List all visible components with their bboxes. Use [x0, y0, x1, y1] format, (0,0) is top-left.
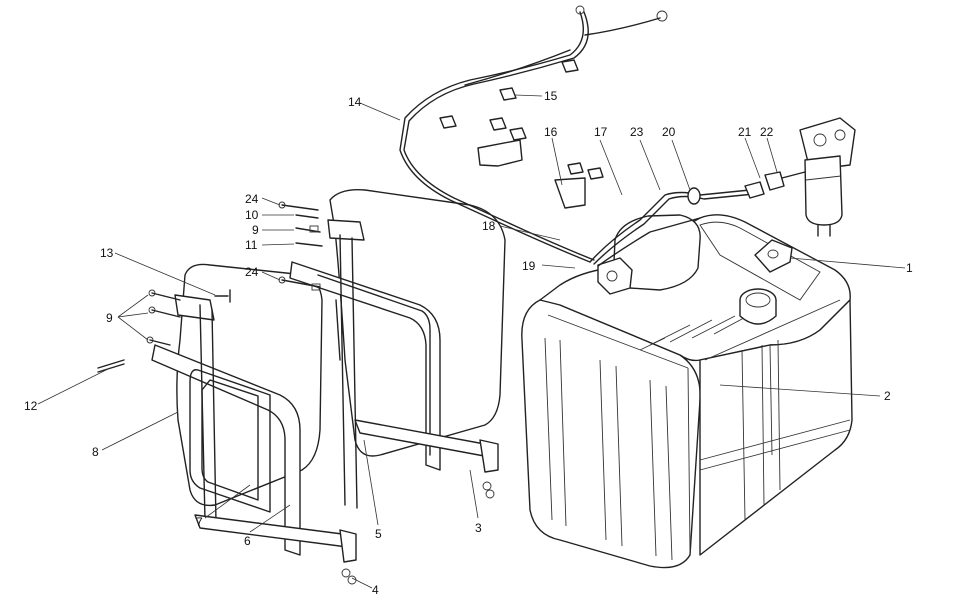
callout-2: 2 — [884, 389, 891, 403]
callout-20: 20 — [662, 125, 676, 139]
callout-8: 8 — [92, 445, 99, 459]
callout-4: 4 — [372, 583, 379, 597]
callout-21: 21 — [738, 125, 752, 139]
callout-17: 17 — [594, 125, 608, 139]
callout-12: 12 — [24, 399, 38, 413]
callout-23: 23 — [630, 125, 644, 139]
callout-22: 22 — [760, 125, 774, 139]
fuel-filter — [781, 117, 856, 237]
callout-13: 13 — [100, 246, 114, 260]
callout-15: 15 — [544, 89, 558, 103]
callout-14: 14 — [348, 95, 362, 109]
callout-7: 7 — [196, 515, 203, 529]
fuel-sender-unit — [597, 257, 633, 295]
callout-1: 1 — [906, 261, 913, 275]
fuel-cap — [754, 239, 793, 273]
callout-24-top: 24 — [245, 192, 259, 206]
callout-24-lower: 24 — [245, 265, 259, 279]
callout-labels: 1 2 3 4 5 6 7 8 9 9 10 11 12 13 14 15 16… — [24, 89, 913, 597]
callout-9-rear: 9 — [252, 223, 259, 237]
callout-16: 16 — [544, 125, 558, 139]
callout-10: 10 — [245, 208, 259, 222]
callout-3: 3 — [475, 521, 482, 535]
wiring-harness — [399, 5, 785, 267]
callout-11: 11 — [245, 238, 258, 252]
callout-18: 18 — [482, 219, 496, 233]
callout-5: 5 — [375, 527, 382, 541]
callout-9-front: 9 — [106, 311, 113, 325]
front-strap-assembly — [97, 263, 357, 585]
callout-19: 19 — [522, 259, 536, 273]
leader-lines — [37, 94, 906, 589]
callout-6: 6 — [244, 534, 251, 548]
rear-strap-assembly — [278, 189, 506, 509]
